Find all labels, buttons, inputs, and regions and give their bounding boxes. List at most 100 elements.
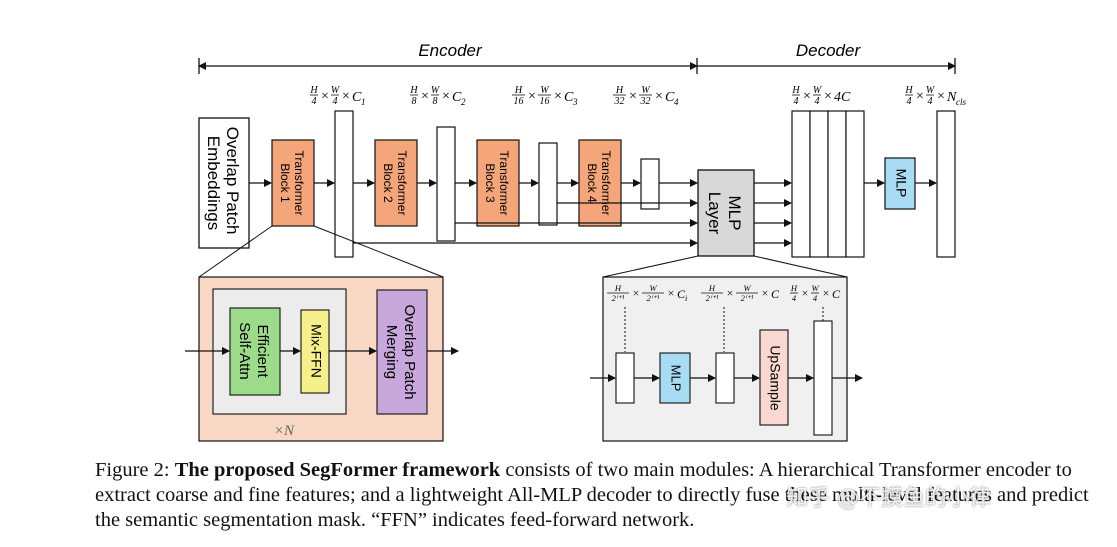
dim-numerator: H bbox=[614, 283, 622, 293]
caption-prefix: Figure 2: bbox=[95, 459, 175, 481]
dim-numerator: W bbox=[641, 85, 651, 96]
feature-map-stage1 bbox=[334, 110, 354, 258]
dim-numerator: W bbox=[813, 85, 823, 96]
feature-map-stage4 bbox=[640, 158, 660, 210]
encoder-label: Encoder bbox=[418, 41, 483, 60]
dim-channel: C bbox=[352, 90, 362, 105]
detail-input-feature bbox=[615, 352, 635, 404]
repeat-n-label: ×N bbox=[274, 423, 295, 439]
dim-denominator: 2ⁱ⁺¹ bbox=[741, 293, 754, 303]
dim-times: × bbox=[633, 286, 640, 300]
dim-denominator: 4 bbox=[333, 96, 338, 107]
dim-times: × bbox=[727, 286, 734, 300]
transformer-block-2-label: TransformerBlock 2 bbox=[381, 151, 409, 216]
decoder-mlp-box bbox=[884, 157, 916, 210]
dim-times: × bbox=[421, 89, 429, 104]
mlp-layer-box bbox=[697, 169, 755, 257]
overlap-patch-embeddings-label: Overlap Patch Embeddings bbox=[204, 127, 242, 239]
dim-channel: C bbox=[564, 90, 574, 105]
dim-times: × bbox=[824, 89, 832, 104]
dim-numerator: W bbox=[811, 283, 819, 293]
watermark-text: 知乎 @不摸鱼的小律 bbox=[786, 486, 991, 511]
transformer-block-4 bbox=[578, 139, 622, 227]
dim-denominator: 16 bbox=[514, 96, 524, 107]
dim-denominator: 32 bbox=[614, 96, 625, 107]
dim-times: × bbox=[762, 286, 769, 300]
upsample-label: UpSample bbox=[767, 345, 783, 411]
dim-numerator: W bbox=[331, 85, 341, 96]
dim-channel: C bbox=[665, 90, 675, 105]
detail-mid-feature bbox=[715, 352, 735, 404]
dim-denominator: 8 bbox=[412, 96, 417, 107]
decoder-concat-features bbox=[791, 110, 865, 258]
dim-numerator: H bbox=[615, 85, 624, 96]
segmentation-mask-output bbox=[936, 110, 956, 258]
dim-times: × bbox=[802, 286, 809, 300]
efficient-self-attn-label: EfficientSelf-Attn bbox=[236, 322, 271, 380]
overlap-patch-merging-box bbox=[376, 289, 428, 415]
dim-channel-subscript: 2 bbox=[461, 97, 466, 107]
dim-channel: N bbox=[946, 90, 957, 105]
dim-denominator: 16 bbox=[540, 96, 550, 107]
feature-map-stage2 bbox=[436, 126, 456, 242]
detail-output-feature bbox=[813, 320, 833, 436]
dim-times: × bbox=[916, 89, 924, 104]
dim-channel-subscript: cls bbox=[956, 97, 966, 107]
transformer-block-4-label: TransformerBlock 4 bbox=[585, 151, 613, 216]
dim-denominator: 4 bbox=[907, 96, 912, 107]
dim-numerator: H bbox=[409, 85, 418, 96]
decoder-label: Decoder bbox=[796, 41, 862, 60]
dim-times: × bbox=[803, 89, 811, 104]
dim-channel-subscript: 4 bbox=[674, 97, 679, 107]
dim-numerator: W bbox=[649, 283, 657, 293]
dim-numerator: H bbox=[708, 283, 716, 293]
transformer-block-3 bbox=[476, 139, 520, 227]
figure-caption: Figure 2: The proposed SegFormer framewo… bbox=[95, 458, 1095, 533]
dim-denominator: 32 bbox=[640, 96, 651, 107]
dim-denominator: 2ⁱ⁺¹ bbox=[647, 293, 660, 303]
dim-numerator: H bbox=[791, 85, 800, 96]
mlp-layer-label: MLPLayer bbox=[705, 192, 744, 235]
dim-times: × bbox=[668, 286, 675, 300]
dim-denominator: 4 bbox=[815, 96, 820, 107]
dim-channel-subscript: 3 bbox=[572, 97, 578, 107]
dim-denominator: 4 bbox=[928, 96, 933, 107]
dim-channel: C bbox=[771, 287, 780, 301]
dim-times: × bbox=[321, 89, 329, 104]
dim-times: × bbox=[629, 89, 637, 104]
dim-times: × bbox=[823, 286, 830, 300]
dim-denominator: 4 bbox=[312, 96, 317, 107]
dim-numerator: W bbox=[431, 85, 441, 96]
dim-times: × bbox=[528, 89, 536, 104]
dim-numerator: H bbox=[309, 85, 318, 96]
dim-numerator: H bbox=[514, 85, 523, 96]
transformer-block-1-label: TransformerBlock 1 bbox=[278, 151, 306, 216]
detail-mlp-box bbox=[659, 352, 691, 404]
dim-denominator: 2ⁱ⁺¹ bbox=[612, 293, 625, 303]
dim-denominator: 4 bbox=[792, 293, 797, 303]
dim-label-detail-mid: H2ⁱ⁺¹×W2ⁱ⁺¹×C bbox=[701, 283, 780, 303]
detail-mlp-label: MLP bbox=[669, 365, 684, 392]
dim-channel-subscript: i bbox=[685, 294, 687, 303]
dim-times: × bbox=[442, 89, 450, 104]
feature-map-stage3 bbox=[538, 142, 558, 226]
dim-denominator: 4 bbox=[813, 293, 818, 303]
dim-times: × bbox=[342, 89, 350, 104]
dim-channel: C bbox=[452, 90, 462, 105]
upsample-box bbox=[759, 329, 789, 426]
dim-numerator: W bbox=[926, 85, 936, 96]
dim-denominator: 2ⁱ⁺¹ bbox=[706, 293, 719, 303]
dim-times: × bbox=[655, 89, 663, 104]
caption-bold: The proposed SegFormer framework bbox=[174, 459, 501, 481]
decoder-mlp-label: MLP bbox=[893, 169, 909, 198]
dim-label-detail-output: H4×W4×C bbox=[790, 283, 841, 303]
dim-channel: 4C bbox=[834, 90, 851, 105]
